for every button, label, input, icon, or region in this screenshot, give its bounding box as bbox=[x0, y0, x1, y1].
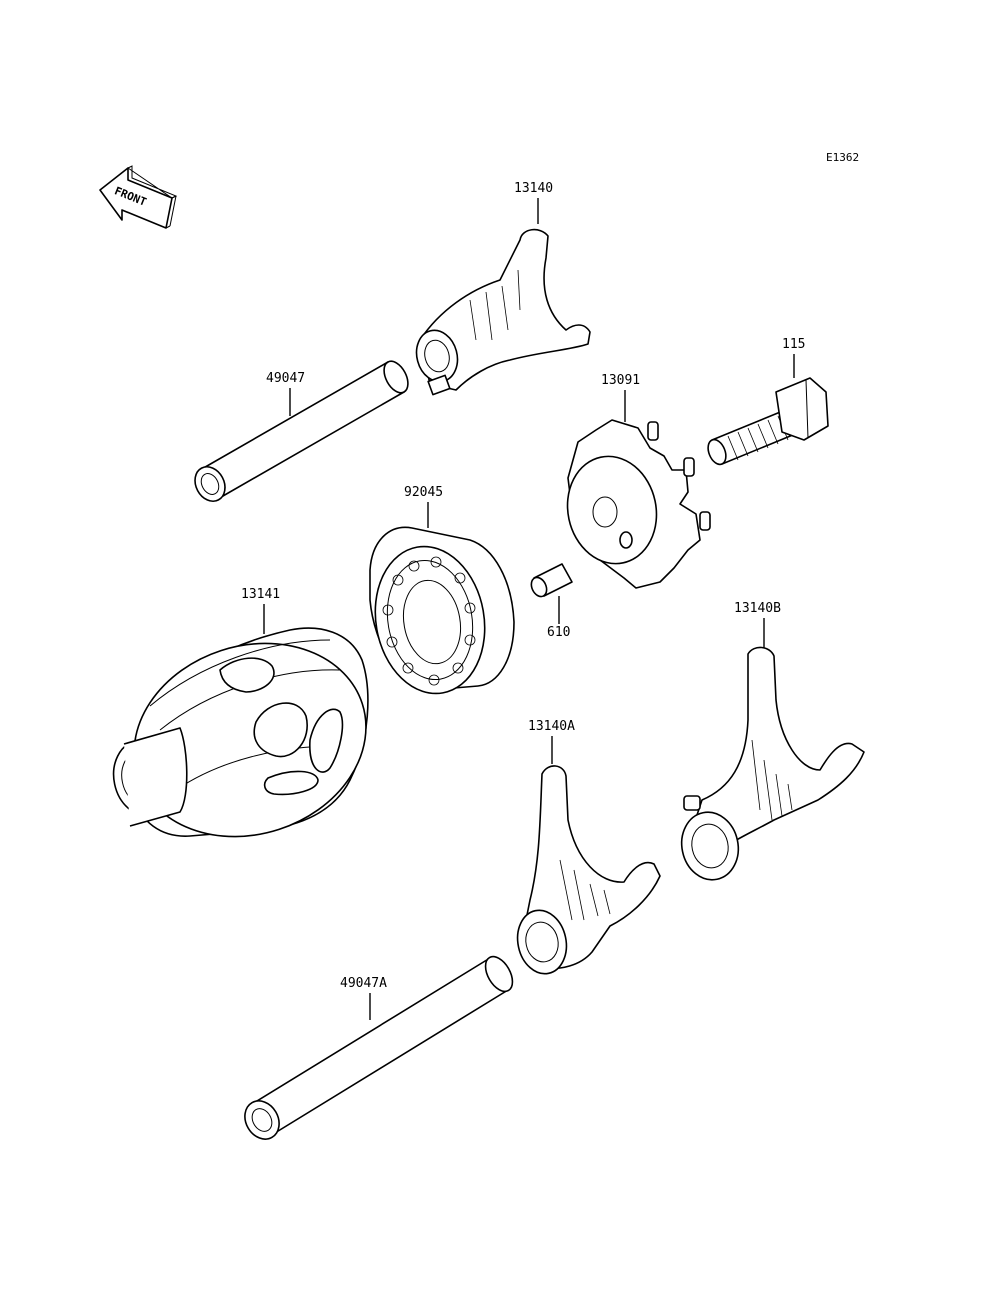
svg-text:115: 115 bbox=[782, 337, 805, 352]
label-13140B: 13140B bbox=[734, 601, 781, 648]
label-13091: 13091 bbox=[601, 373, 640, 422]
label-13140A: 13140A bbox=[528, 719, 575, 764]
bolt-115 bbox=[707, 377, 829, 466]
svg-text:13140: 13140 bbox=[514, 181, 553, 196]
svg-text:610: 610 bbox=[547, 625, 570, 640]
shift-fork-13140 bbox=[415, 228, 591, 396]
shift-fork-13140B bbox=[680, 646, 865, 881]
svg-text:49047A: 49047A bbox=[340, 976, 387, 991]
shaft-49047A bbox=[244, 955, 514, 1140]
front-arrow-icon: FRONT bbox=[99, 165, 178, 229]
drum-plate-13091 bbox=[566, 419, 711, 589]
label-13140: 13140 bbox=[514, 181, 553, 224]
label-13141: 13141 bbox=[241, 587, 280, 634]
shaft-49047 bbox=[194, 360, 409, 502]
svg-text:13140B: 13140B bbox=[734, 601, 781, 616]
svg-text:13091: 13091 bbox=[601, 373, 640, 388]
bearing-92045 bbox=[369, 526, 515, 695]
shift-fork-13140A bbox=[516, 765, 661, 975]
label-610: 610 bbox=[547, 596, 570, 640]
svg-text:49047: 49047 bbox=[266, 371, 305, 386]
pin-610 bbox=[530, 563, 573, 598]
svg-text:92045: 92045 bbox=[404, 485, 443, 500]
diagram-code: E1362 bbox=[826, 151, 859, 164]
svg-text:13140A: 13140A bbox=[528, 719, 575, 734]
label-92045: 92045 bbox=[404, 485, 443, 528]
label-49047: 49047 bbox=[266, 371, 305, 416]
label-115: 115 bbox=[782, 337, 805, 378]
svg-text:13141: 13141 bbox=[241, 587, 280, 602]
label-49047A: 49047A bbox=[340, 976, 387, 1020]
shift-drum-13141 bbox=[112, 627, 369, 838]
